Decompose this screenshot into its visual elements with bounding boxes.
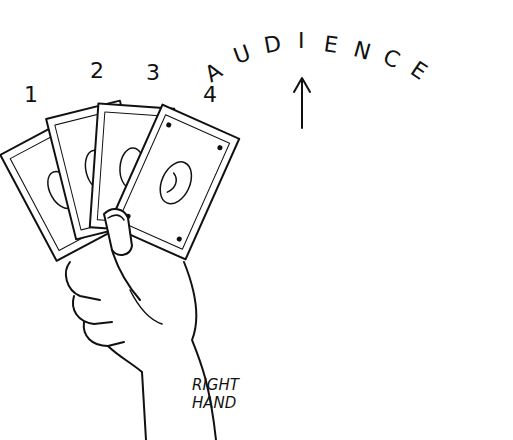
wrist-outline	[108, 346, 146, 440]
finger-outline	[66, 262, 100, 300]
arc-letter: A	[201, 58, 227, 87]
palm-outline	[112, 250, 140, 300]
direction-label: AUDIENCE	[200, 20, 440, 90]
hand-label: RIGHT HAND	[192, 376, 254, 412]
thumb-outline	[104, 209, 132, 255]
arrow-head	[294, 78, 310, 92]
banknote-dot	[177, 237, 181, 241]
banknote-oval	[165, 173, 179, 194]
banknote-dot	[218, 146, 222, 150]
arc-letter: N	[351, 36, 374, 65]
finger-outline	[84, 322, 124, 346]
wrist-outline	[184, 262, 216, 440]
banknote-oval	[154, 157, 197, 209]
banknote-dot	[167, 123, 171, 127]
callout-number: 2	[90, 58, 104, 83]
banknote-border	[118, 115, 229, 249]
palm-crease	[130, 290, 162, 324]
arc-letter: C	[380, 44, 404, 73]
arc-letter: U	[230, 40, 254, 69]
callout-number: 3	[146, 60, 160, 85]
arc-letter: E	[322, 31, 339, 58]
finger-outline	[73, 296, 112, 324]
thumbnail	[108, 215, 124, 220]
arc-letter: D	[262, 31, 283, 59]
audience-arrow	[301, 80, 303, 128]
arc-letter: I	[298, 28, 305, 53]
callout-number: 1	[24, 82, 38, 107]
arc-letter: E	[406, 56, 432, 85]
